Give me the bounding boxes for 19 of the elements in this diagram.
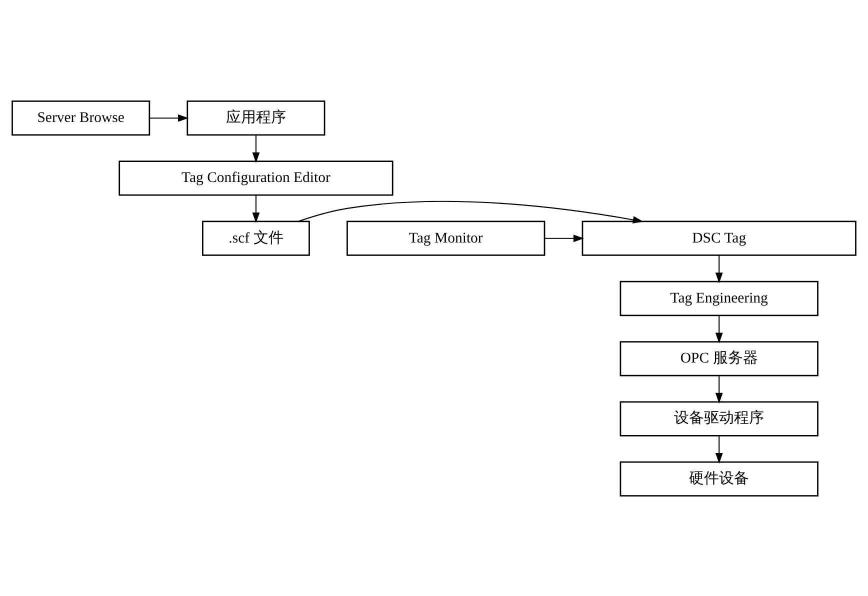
arrow — [150, 114, 189, 122]
arrow — [252, 194, 260, 223]
node-box: 硬件设备 — [620, 460, 818, 496]
node-box: DSC Tag — [582, 220, 856, 256]
arrow — [544, 234, 584, 242]
arrow — [715, 254, 723, 283]
node-box: Tag Configuration Editor — [118, 160, 394, 196]
arrow — [715, 435, 723, 464]
node-box: Tag Engineering — [620, 280, 818, 316]
node-box: Tag Monitor — [346, 220, 546, 256]
arrow — [252, 134, 260, 162]
node-box: 应用程序 — [186, 100, 326, 136]
node-box: .scf 文件 — [202, 220, 310, 256]
arrow — [298, 200, 644, 223]
node-box: OPC 服务器 — [620, 340, 818, 376]
node-box: 设备驱动程序 — [620, 400, 818, 436]
node-box: Server Browse — [12, 100, 150, 136]
arrow — [715, 375, 723, 403]
arrow — [715, 314, 723, 343]
